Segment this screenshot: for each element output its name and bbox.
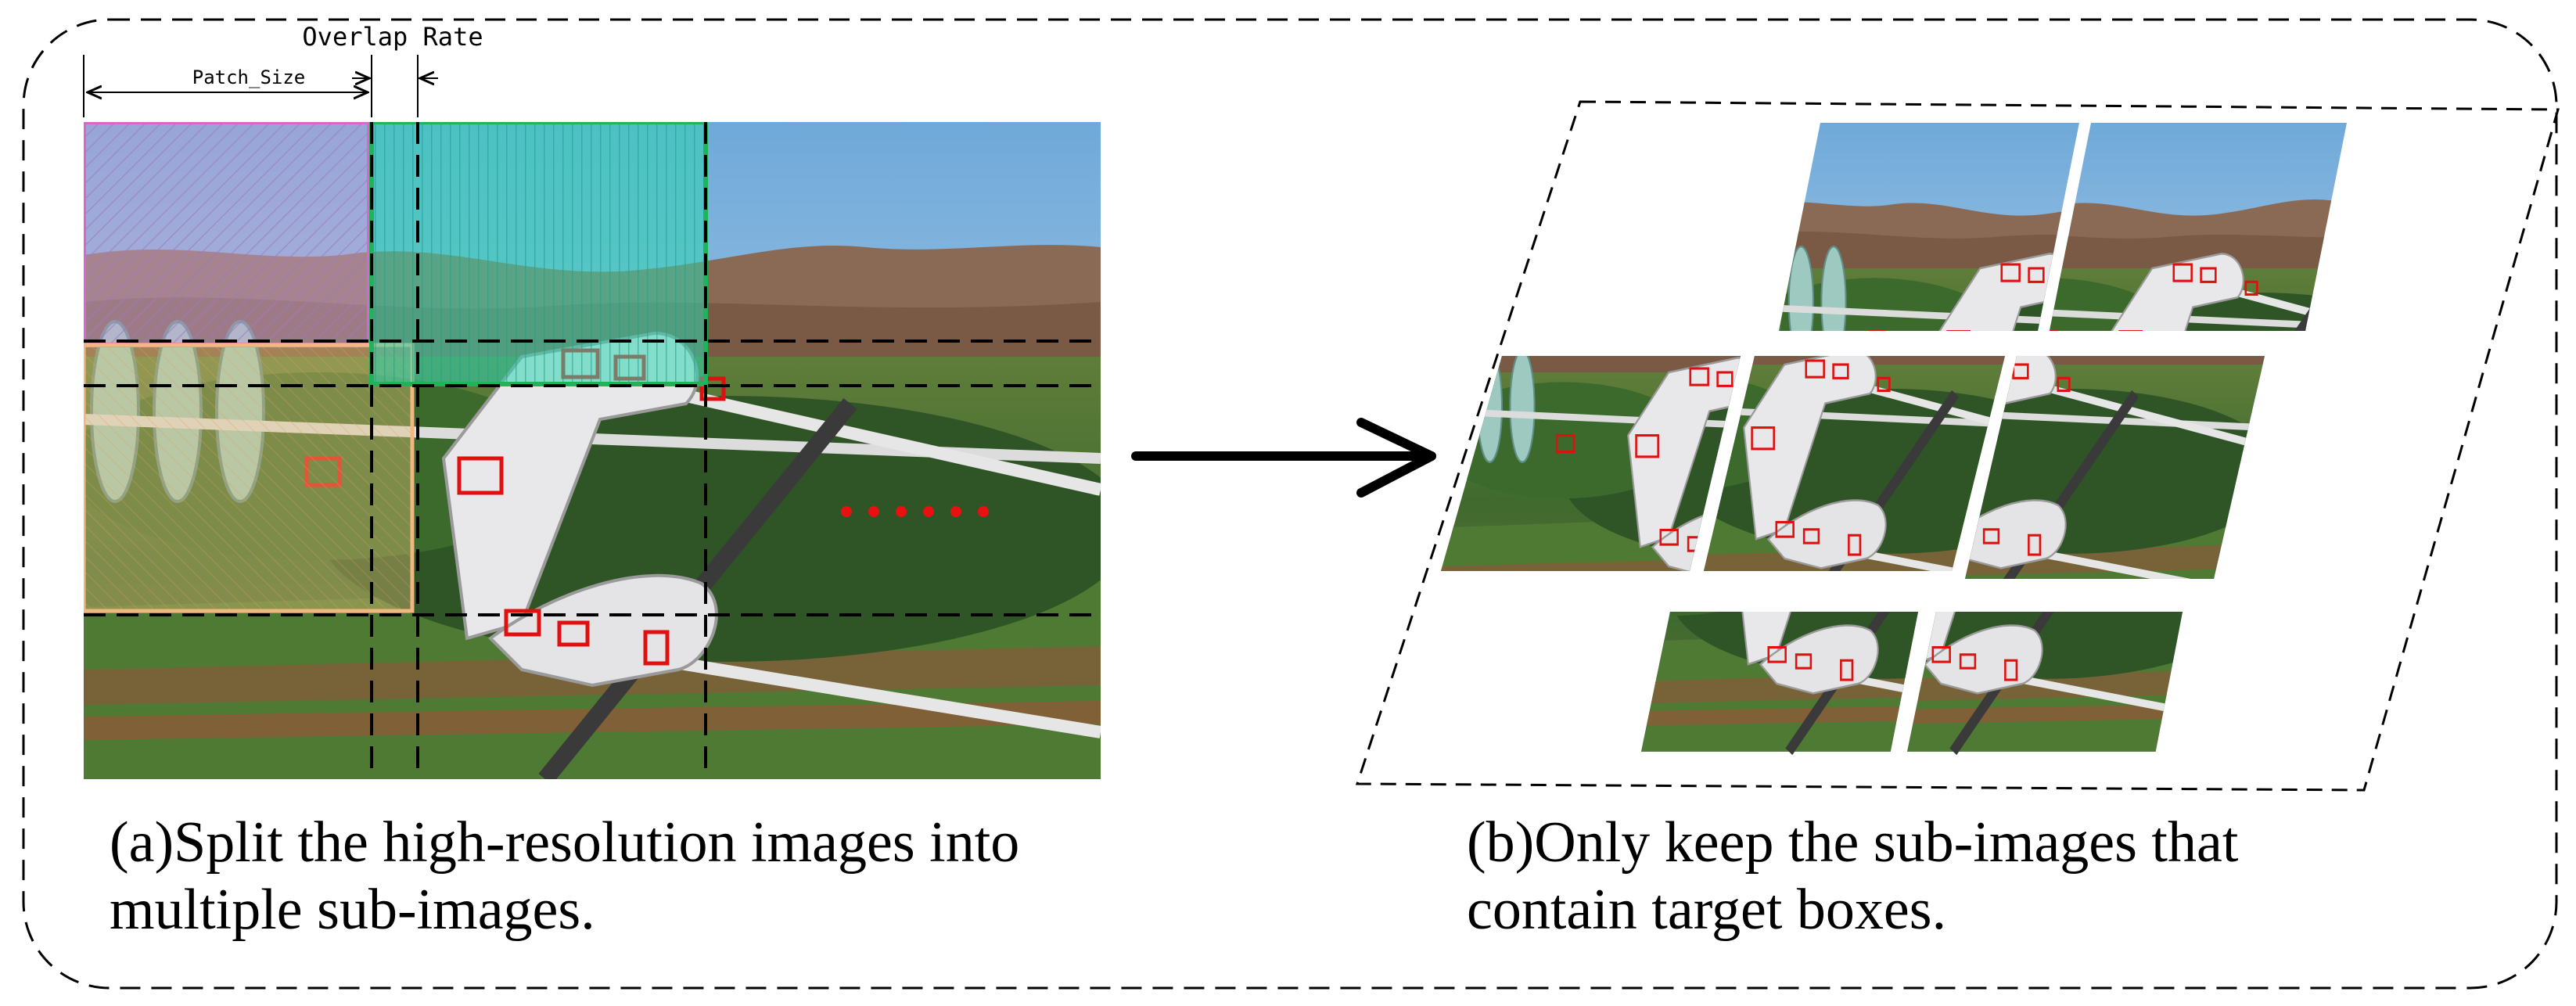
sub-image-grid [1433, 123, 2470, 752]
caption-b-line1: (b)Only keep the sub-images that [1467, 810, 2239, 875]
sub-image-container [1355, 100, 2560, 792]
caption-a-line1: (a)Split the high-resolution images into [110, 810, 1020, 875]
patch-size-dimension [83, 55, 438, 117]
panel-a-image [84, 122, 1101, 779]
caption-b-line2: contain target boxes. [1467, 878, 1947, 942]
patch-orange [84, 343, 415, 613]
patch-pink [84, 122, 372, 347]
outer-border [22, 18, 2558, 990]
patch-size-label: Patch_Size [192, 66, 306, 88]
patch-green [369, 122, 708, 386]
caption-panel-b: (b)Only keep the sub-images that contain… [1467, 809, 2238, 943]
caption-panel-a: (a)Split the high-resolution images into… [110, 809, 1019, 943]
caption-a-line2: multiple sub-images. [110, 878, 595, 942]
right-arrow-icon [1131, 418, 1436, 498]
ellipsis-dots-icon [841, 506, 989, 517]
overlap-rate-label: Overlap Rate [302, 22, 483, 52]
